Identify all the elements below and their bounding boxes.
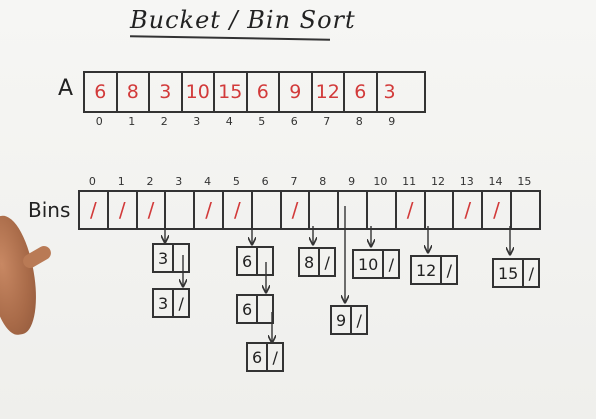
node-null-mark: /	[272, 347, 278, 367]
bin6-node-3: 6 /	[246, 342, 285, 372]
bin-slot: /	[483, 192, 512, 228]
array-index: 8	[355, 115, 363, 128]
presenter-hand	[0, 212, 43, 338]
bin-slot: /	[282, 192, 311, 228]
node-value: 3	[154, 290, 175, 316]
array-cell: 6	[345, 73, 378, 111]
bin-slot	[512, 192, 539, 228]
bin-slot	[368, 192, 397, 228]
node-null-mark: /	[528, 263, 535, 283]
node-value: 6	[238, 248, 259, 274]
array-cell: 12	[313, 73, 345, 111]
bin-index: 12	[430, 175, 445, 188]
array-cell: 9	[280, 73, 313, 111]
bin-slot	[253, 192, 282, 228]
node-value: 10	[354, 251, 385, 277]
bin-index: 8	[319, 175, 327, 188]
array-cell: 3	[383, 81, 396, 103]
bin3-node-2: 3 /	[152, 288, 191, 318]
bin-slot	[339, 192, 368, 228]
bin15-node-1: 15 /	[492, 258, 541, 288]
array-index: 1	[128, 115, 136, 128]
bin-slot	[426, 192, 455, 228]
bins-array: / / / / / / / / /	[78, 190, 541, 230]
bin-index: 7	[290, 175, 298, 188]
bin-slot: /	[80, 192, 109, 228]
node-value: 12	[412, 257, 443, 283]
bin-slot	[310, 192, 340, 228]
node-null-mark: /	[356, 310, 362, 330]
array-index: 2	[160, 115, 168, 128]
bin8-node-1: 8 /	[298, 247, 337, 277]
array-cell: 6	[248, 73, 280, 111]
node-value: 8	[300, 249, 321, 275]
array-a: 6 8 3 10 15 6 9 12 6 3	[83, 71, 426, 113]
node-next	[258, 248, 272, 274]
array-cell: 15	[215, 73, 248, 111]
page-title: Bucket / Bin Sort	[130, 6, 356, 34]
node-value: 3	[154, 245, 175, 271]
array-index: 4	[225, 115, 233, 128]
array-index: 7	[323, 115, 331, 128]
array-index: 5	[258, 115, 266, 128]
bin-index: 14	[488, 175, 503, 188]
bin-slot: /	[138, 192, 167, 228]
bins-label: Bins	[28, 198, 71, 222]
bin-slot: /	[109, 192, 138, 228]
node-null-mark: /	[178, 293, 184, 313]
array-index: 0	[95, 115, 103, 128]
node-null-mark: /	[324, 252, 330, 272]
bin-index: 6	[261, 175, 269, 188]
bin12-node-1: 12 /	[410, 255, 459, 285]
bin-index: 0	[88, 175, 96, 188]
bin-index: 3	[175, 175, 183, 188]
node-null-mark: /	[388, 254, 395, 274]
bin3-node-1: 3	[152, 243, 191, 273]
bin10-node-1: 10 /	[352, 249, 401, 279]
node-next	[174, 245, 188, 271]
bin-slot	[166, 192, 196, 228]
bin-slot: /	[224, 192, 253, 228]
array-index: 9	[388, 115, 396, 128]
node-value: 9	[332, 307, 353, 333]
bin-slot: /	[397, 192, 426, 228]
bin-index: 10	[373, 175, 388, 188]
bin6-node-2: 6	[236, 294, 275, 324]
bin-index: 4	[204, 175, 212, 188]
array-cell: 8	[118, 73, 150, 111]
array-label: A	[58, 76, 74, 101]
node-value: 15	[494, 260, 525, 286]
bin-slot: /	[195, 192, 224, 228]
bin-index: 9	[348, 175, 356, 188]
bin6-node-1: 6	[236, 246, 275, 276]
node-null-mark: /	[446, 260, 453, 280]
bin-index: 11	[402, 175, 417, 188]
array-cell: 6	[85, 73, 118, 111]
bin-index: 13	[459, 175, 474, 188]
bin-indices: 0 1 2 3 4 5 6 7 8 9 10 11 12 13 14 15	[78, 175, 539, 188]
array-indices: 0 1 2 3 4 5 6 7 8 9	[83, 115, 408, 128]
bin-slot: /	[454, 192, 484, 228]
bin-index: 1	[117, 175, 125, 188]
array-index: 6	[290, 115, 298, 128]
bin9-node-1: 9 /	[330, 305, 369, 335]
node-next	[258, 296, 272, 322]
array-cell: 3	[150, 73, 183, 111]
title-underline	[129, 35, 331, 41]
bin-index: 5	[232, 175, 240, 188]
array-cell: 10	[183, 73, 215, 111]
bin-index: 15	[517, 175, 532, 188]
array-index: 3	[193, 115, 201, 128]
bin-index: 2	[146, 175, 154, 188]
node-value: 6	[238, 296, 259, 322]
node-value: 6	[248, 344, 269, 370]
